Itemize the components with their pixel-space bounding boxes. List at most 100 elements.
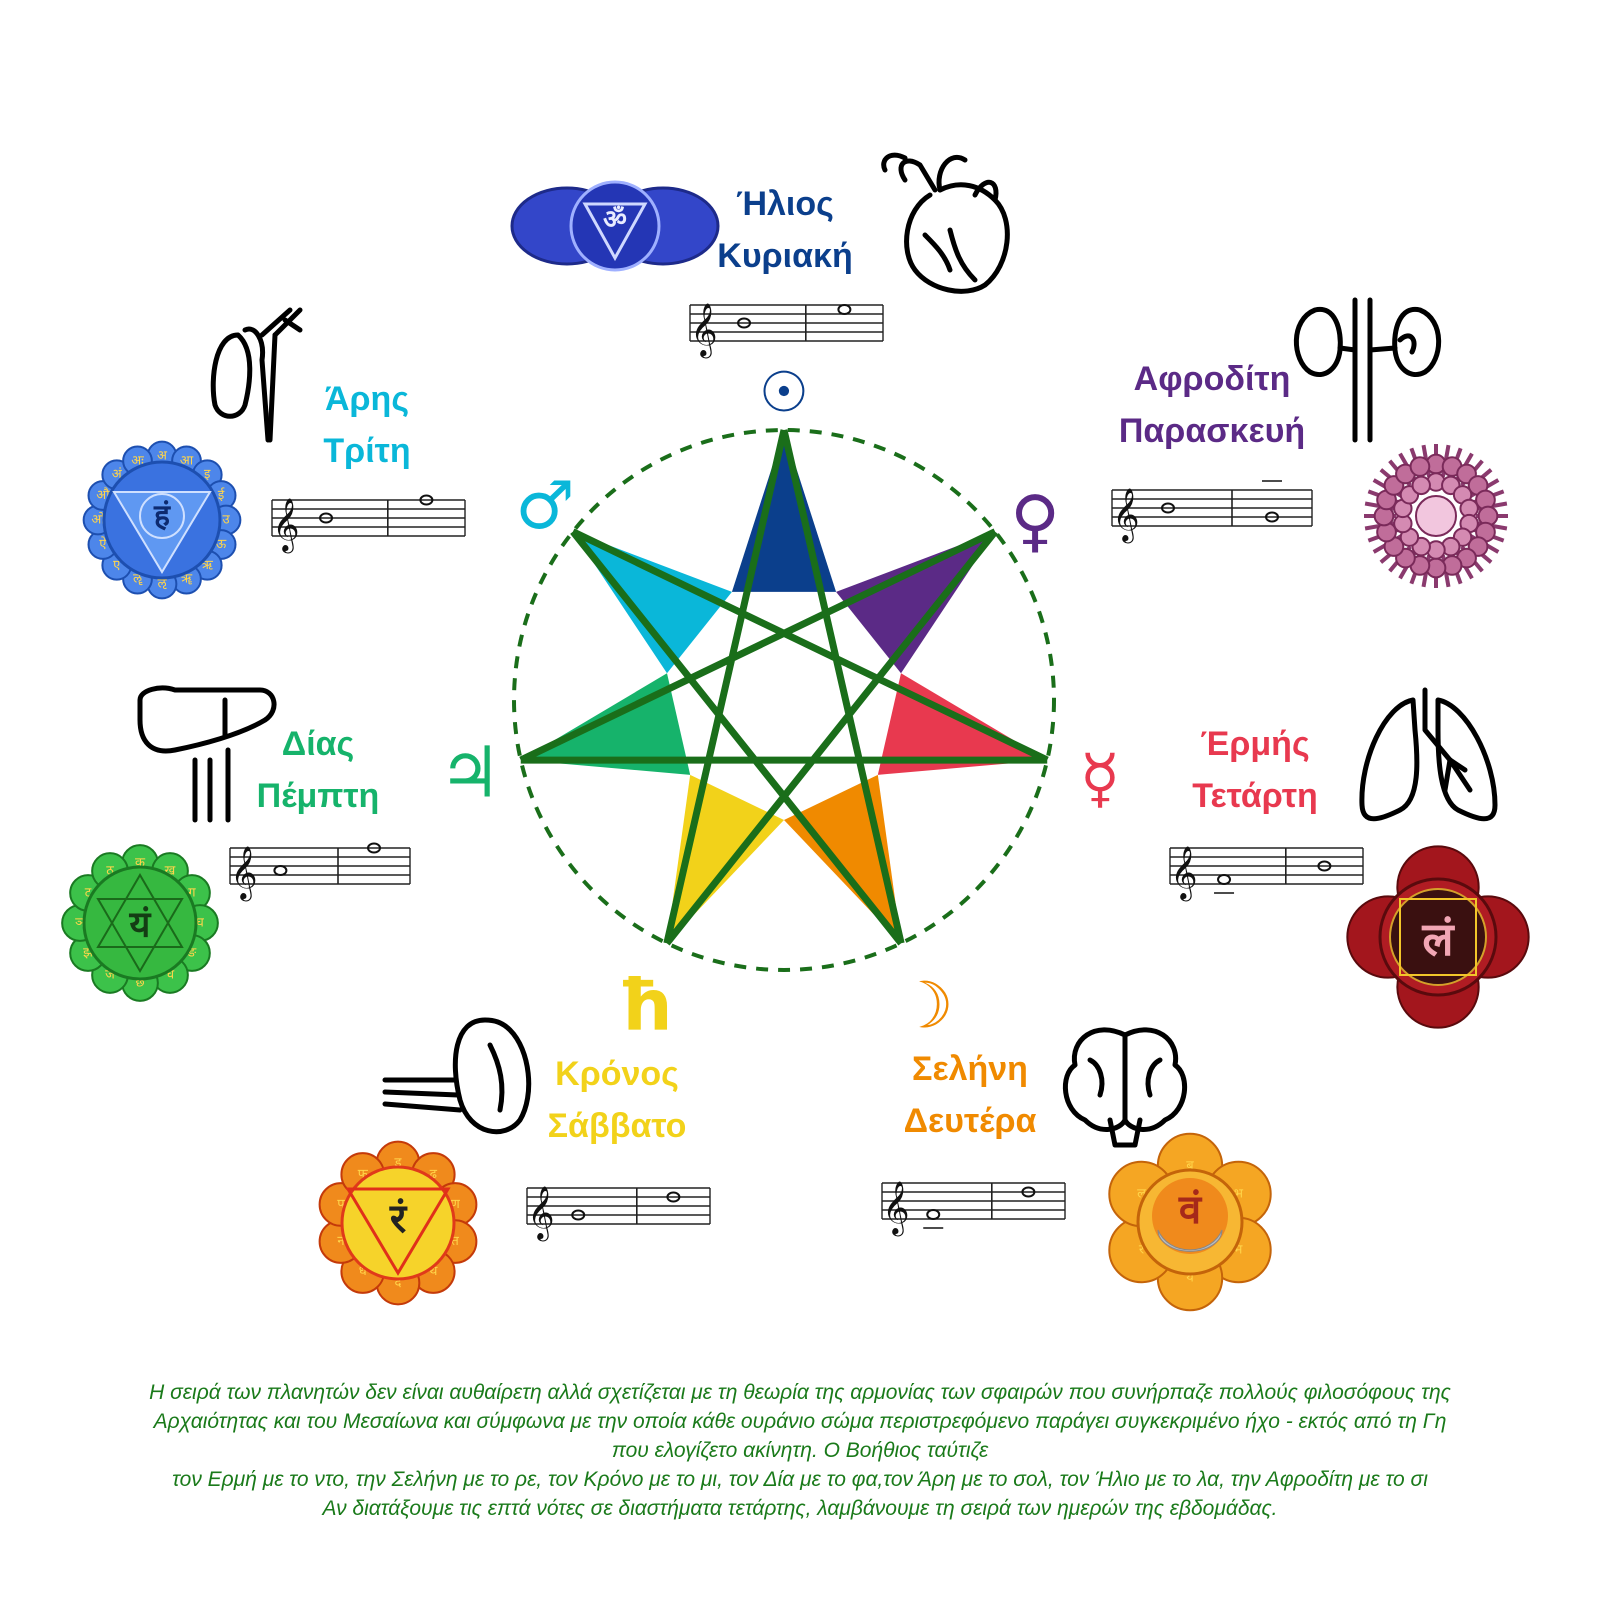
chakra-syllable: थ [429, 1264, 438, 1279]
planet-labels: ☉ΉλιοςΚυριακή♀ΑφροδίτηΠαρασκευή☿ΈρμήςΤετ… [257, 185, 1318, 1145]
chakra-syllable: अ [157, 449, 168, 464]
whole-note-icon [737, 317, 752, 329]
caption-line: Αν διατάξουμε τις επτά νότες σε διαστήμα… [322, 1497, 1278, 1520]
whole-note-icon [571, 1209, 586, 1221]
whole-note-icon [837, 304, 852, 315]
chakra-syllable: भ [1234, 1187, 1244, 1202]
chakra-syllable: ॠ [181, 572, 193, 587]
sun-name: Ήλιος [736, 185, 834, 223]
chakra-syllable: छ [135, 976, 145, 991]
music-staff: 𝄞 [1111, 480, 1313, 543]
jupiter-day: Πέμπτη [257, 777, 380, 815]
star-outline [519, 429, 1049, 946]
chakra-syllable: ख [165, 864, 176, 879]
chakra-petal [1409, 456, 1431, 477]
star-point-sun [731, 430, 837, 592]
music-staff: 𝄞 [271, 494, 466, 553]
crescent-icon [1157, 1229, 1223, 1252]
whole-note-icon [273, 865, 288, 876]
chakra-syllable: घ [196, 916, 204, 931]
chakra-syllable: च [166, 967, 175, 982]
chakra-syllable: ए [113, 558, 121, 573]
whole-note-icon [1265, 511, 1279, 523]
chakra-syllable: ठ [106, 864, 114, 879]
chakra-syllable: अं [112, 467, 123, 482]
heptagram-star [512, 428, 1056, 972]
jupiter-symbol-icon: ♃ [439, 732, 502, 814]
whole-note-icon [1217, 874, 1232, 885]
music-staff: 𝄞 [1169, 845, 1364, 901]
mercury-day: Τετάρτη [1192, 777, 1318, 815]
chakra-syllable: य [1186, 1271, 1194, 1286]
venus-symbol-icon: ♀ [1010, 482, 1060, 561]
chakra-syllable: ऊ [216, 537, 227, 552]
treble-clef-icon: 𝄞 [527, 1185, 554, 1241]
chakra-syllable: फ [358, 1167, 369, 1182]
om-icon: ॐ [603, 205, 627, 235]
whole-note-icon [1317, 860, 1332, 872]
moon-day: Δευτέρα [904, 1102, 1037, 1140]
moon-symbol-icon: ☽ [896, 969, 953, 1043]
chakra-syllable: ल [1137, 1187, 1146, 1202]
chakra-syllable: ञ [75, 916, 85, 931]
treble-clef-icon: 𝄞 [1170, 845, 1197, 901]
caption-line: Αρχαιότητας και του Μεσαίωνα και σύμφωνα… [153, 1410, 1447, 1433]
chakra-syllable: ग [188, 886, 196, 901]
chakra-triangle [96, 898, 184, 973]
chakra-syllable: ऌ [157, 577, 167, 592]
lungs-icon [1359, 687, 1498, 822]
chakra-syllable: न [337, 1234, 345, 1249]
chakra-syllable: उ [222, 513, 230, 528]
whole-note-icon [926, 1209, 941, 1220]
chakra-syllable: प [337, 1197, 345, 1212]
chakra-disc [82, 865, 198, 981]
mars-symbol-icon: ♂ [515, 467, 574, 544]
root-chakra-icon: वशषसलं [1346, 845, 1530, 1029]
saturn-symbol-icon: ħ [617, 965, 672, 1047]
chakra-syllable: इ [204, 467, 211, 482]
chakra-syllable: क [135, 856, 146, 871]
mars-day: Τρίτη [323, 432, 410, 470]
chakra-disc [1415, 495, 1457, 537]
heart-icon [881, 152, 1010, 294]
chakra-syllable: झ [83, 946, 94, 961]
treble-clef-icon: 𝄞 [272, 497, 299, 553]
seed-syllable: यं [129, 905, 152, 946]
caption-line: που ελογίζετο ακίνητη. Ο Βοήθιος ταύτιζε [611, 1439, 989, 1462]
saturn-name: Κρόνος [555, 1055, 679, 1093]
chakra-syllable: ओ [91, 512, 105, 528]
mercury-symbol-icon: ☿ [1080, 740, 1121, 817]
chakra-triangle [345, 1187, 451, 1276]
chakra-syllable: ज [105, 967, 115, 982]
chakra-inner-disc [1389, 888, 1487, 986]
mars-name: Άρης [325, 380, 409, 418]
dashed-circle [512, 428, 1056, 972]
whole-note-icon [1021, 1186, 1036, 1198]
caption-line: Η σειρά των πλανητών δεν είναι αυθαίρετη… [149, 1381, 1451, 1404]
kidneys-icon [1293, 297, 1442, 443]
chakra-syllable: द [395, 1276, 403, 1291]
whole-note-icon [419, 494, 434, 506]
chakra-syllable: ब [1186, 1159, 1194, 1174]
music-staff: 𝄞 [689, 302, 884, 358]
third-eye-chakra-icon: ॐ [510, 180, 720, 272]
chakra-syllable: म [1235, 1243, 1243, 1258]
chakra-syllable: ङ [187, 946, 197, 961]
music-staff: 𝄞 [526, 1185, 711, 1241]
caption: Η σειρά των πλανητών δεν είναι αυθαίρετη… [40, 1378, 1560, 1523]
chakra-square [1399, 898, 1477, 976]
brain-icon [1062, 1027, 1188, 1148]
chakra-syllable: ट [85, 886, 92, 901]
chakra-petal [1411, 475, 1431, 496]
chakra-syllable: त [451, 1234, 459, 1249]
chakra-symbols: ॐवशषसलंबभमयरलवंडढणतथदधनपफरंकखगघङचछजझञटठय… [61, 180, 1530, 1312]
caption-line: τον Ερμή με το ντο, την Σελήνη με το ρε,… [172, 1468, 1428, 1491]
sun-symbol-icon: ☉ [759, 361, 809, 426]
liver-icon [137, 685, 277, 823]
sun-day: Κυριακή [717, 237, 852, 275]
chakra-syllable: ऋ [202, 558, 214, 573]
chakra-syllable: ई [218, 487, 225, 503]
whole-note-icon [319, 512, 334, 524]
